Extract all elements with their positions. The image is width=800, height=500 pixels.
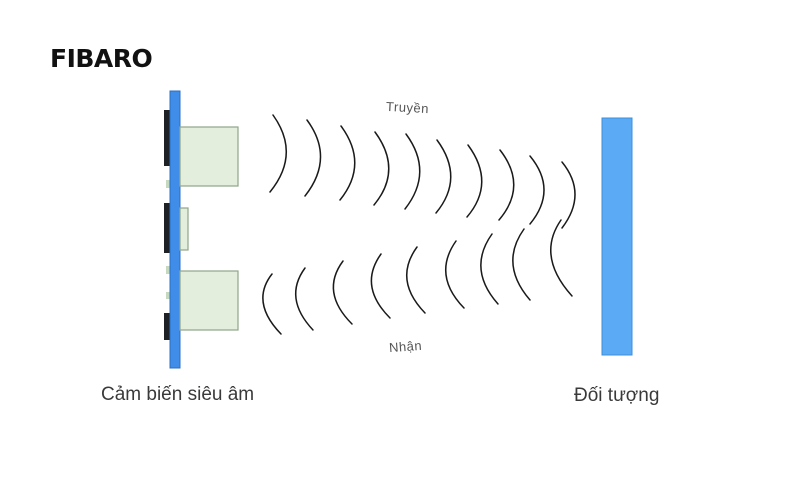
transmit-wave-6 (435, 139, 452, 214)
transmitted-waves (269, 114, 576, 229)
transmit-wave-8 (498, 149, 515, 221)
transmit-wave-9 (529, 155, 545, 225)
transmit-wave-7 (466, 144, 483, 218)
transmit-wave-2 (304, 119, 322, 197)
object-label: Đối tượng (574, 385, 660, 406)
transmit-wave-10 (561, 161, 576, 229)
transmit-wave-3 (339, 125, 356, 201)
oscillator-component (179, 207, 189, 251)
receive-wave-5 (405, 246, 426, 314)
receive-wave-2 (294, 267, 314, 331)
pin-3 (166, 292, 171, 299)
chip-bottom (164, 313, 172, 340)
received-waves (262, 219, 573, 335)
pin-1 (166, 180, 171, 188)
chip-top (164, 110, 172, 166)
transmit-wave-1 (269, 114, 287, 193)
fibaro-logo: FIBARO (50, 44, 153, 73)
pin-2 (166, 266, 171, 274)
receiver-transducer (179, 270, 239, 331)
transmit-wave-4 (373, 131, 390, 206)
receive-label: Nhận (388, 337, 423, 356)
receive-wave-6 (444, 240, 465, 309)
target-object (601, 117, 633, 356)
receive-wave-9 (550, 219, 573, 297)
chip-middle (164, 203, 172, 253)
transmit-label: Truyền (385, 98, 430, 117)
receive-wave-7 (480, 233, 499, 305)
receive-wave-3 (332, 260, 353, 325)
sensor-label: Cảm biến siêu âm (101, 384, 255, 405)
receive-wave-8 (512, 228, 531, 301)
transmitter-transducer (179, 126, 239, 187)
receive-wave-4 (370, 253, 391, 319)
sensor-board (169, 90, 181, 369)
receive-wave-1 (262, 273, 282, 335)
transmit-wave-5 (404, 133, 421, 210)
